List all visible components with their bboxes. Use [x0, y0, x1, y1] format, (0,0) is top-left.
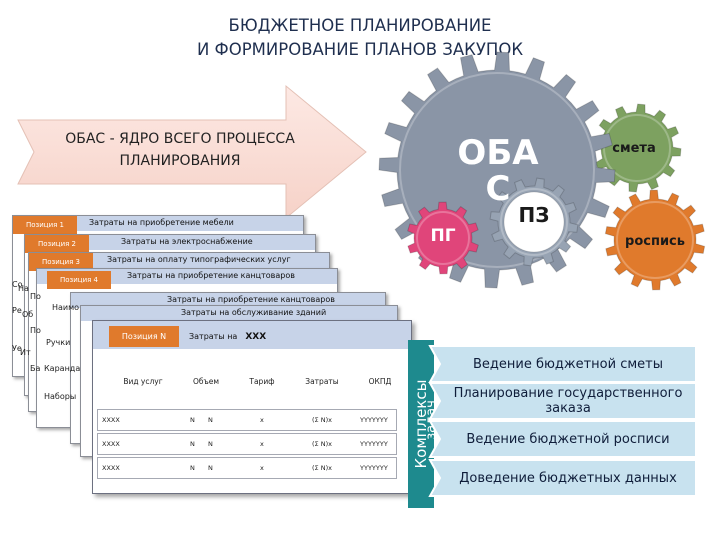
step-budget-schedule: Ведение бюджетной росписи — [440, 421, 696, 457]
step-budget-estimate-label: Ведение бюджетной сметы — [440, 346, 696, 382]
step-budget-data-label: Доведение бюджетных данных — [440, 460, 696, 496]
step-budget-estimate: Ведение бюджетной сметы — [440, 346, 696, 382]
step-budget-schedule-label: Ведение бюджетной росписи — [440, 421, 696, 457]
step-procurement-planning: Планирование государственного заказа — [440, 383, 696, 419]
step-budget-data: Доведение бюджетных данных — [440, 460, 696, 496]
step-procurement-planning-label: Планирование государственного заказа — [440, 383, 696, 419]
